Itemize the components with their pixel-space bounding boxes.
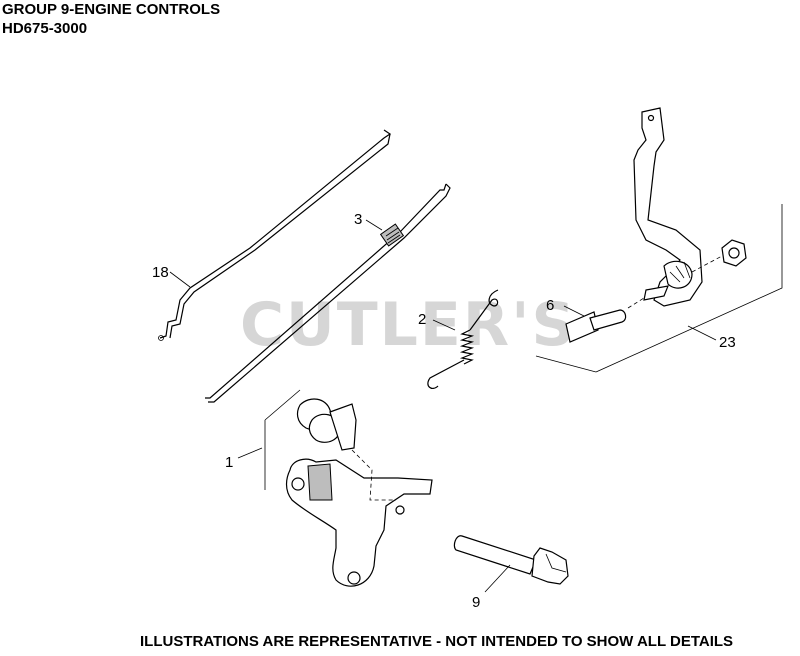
part-2-spring[interactable] [427, 289, 499, 390]
leader-23 [687, 325, 717, 341]
leader-9 [484, 564, 511, 593]
watermark: CUTLER'S [240, 290, 577, 360]
part-6-pin[interactable] [565, 309, 627, 343]
leader-2 [432, 319, 456, 331]
part-3-cable[interactable] [205, 183, 451, 403]
part-18-rod[interactable] [158, 129, 392, 341]
callout-2: 2 [418, 311, 427, 328]
part-9-bolt[interactable] [453, 535, 569, 585]
page-title: GROUP 9-ENGINE CONTROLS [2, 1, 221, 18]
callout-3: 3 [354, 211, 363, 228]
part-23-lever[interactable] [535, 107, 783, 373]
callout-9: 9 [472, 594, 481, 611]
callout-18: 18 [152, 264, 169, 281]
leader-1 [237, 447, 263, 459]
callout-1: 1 [225, 454, 234, 471]
callout-23: 23 [719, 334, 736, 351]
callout-6: 6 [546, 297, 555, 314]
leader-6 [563, 305, 585, 317]
part-1-bracket[interactable] [264, 389, 433, 587]
disclaimer-footer: ILLUSTRATIONS ARE REPRESENTATIVE - NOT I… [140, 633, 734, 650]
leader-3 [365, 219, 383, 231]
leader-18 [169, 271, 191, 288]
model-number: HD675-3000 [2, 20, 88, 37]
